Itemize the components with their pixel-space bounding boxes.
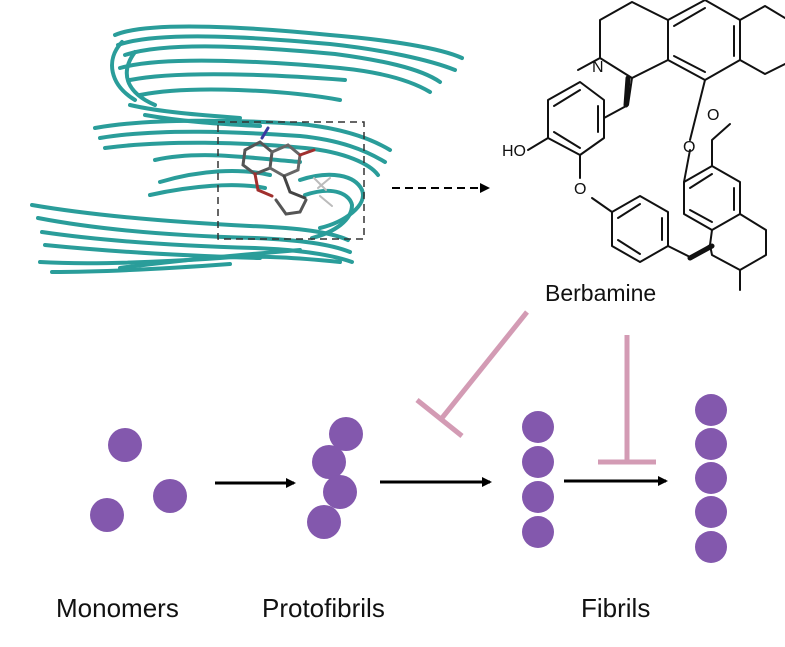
stage-label-monomers: Monomers bbox=[56, 593, 179, 623]
protofibril-particle bbox=[307, 505, 341, 539]
compound-name: Berbamine bbox=[545, 280, 657, 306]
fibril-particle bbox=[522, 411, 554, 443]
protein-ribbon-icon bbox=[30, 24, 464, 274]
binding-site-box bbox=[217, 121, 365, 240]
chemical-structure-icon bbox=[527, 0, 785, 291]
inhibition-tbar-icon bbox=[415, 310, 529, 438]
ether-oxygen-label: O bbox=[574, 181, 586, 198]
fibril-particle bbox=[695, 496, 727, 528]
fibril-particle bbox=[695, 531, 727, 563]
monomer-particle bbox=[108, 428, 142, 462]
fibril-stack-long bbox=[695, 394, 727, 563]
fibril-particle bbox=[522, 481, 554, 513]
fibril-particle bbox=[695, 462, 727, 494]
monomer-particle bbox=[90, 498, 124, 532]
fibril-particle bbox=[695, 394, 727, 426]
protofibrils-group bbox=[307, 417, 363, 539]
protofibril-particle bbox=[329, 417, 363, 451]
monomer-particle bbox=[153, 479, 187, 513]
stage-label-protofibrils: Protofibrils bbox=[262, 593, 385, 623]
protofibril-particle bbox=[323, 475, 357, 509]
fibril-particle bbox=[522, 446, 554, 478]
structure-atom-labels: HO N O O O bbox=[502, 59, 719, 198]
oxygen-label: O bbox=[683, 139, 695, 156]
stage-label-fibrils: Fibrils bbox=[581, 593, 651, 623]
hydroxyl-label: HO bbox=[502, 143, 526, 160]
fibril-stack-short bbox=[522, 411, 554, 548]
fibril-particle bbox=[522, 516, 554, 548]
nitrogen-label: N bbox=[592, 59, 604, 76]
monomers-group bbox=[90, 428, 187, 532]
ligand-sticks-icon bbox=[241, 126, 333, 216]
protofibril-particle bbox=[312, 445, 346, 479]
fibril-particle bbox=[695, 428, 727, 460]
ether-oxygen-label-2: O bbox=[707, 107, 719, 124]
inhibition-tbar-icon-2 bbox=[598, 335, 656, 465]
